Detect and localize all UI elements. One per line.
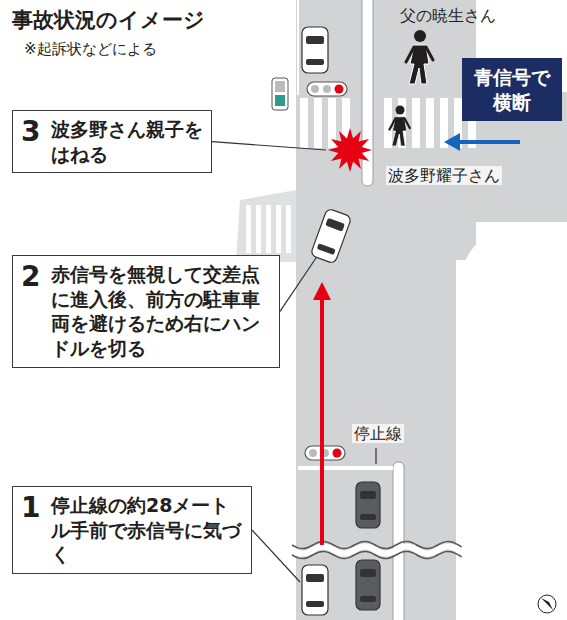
callout-text: 停止線の約28メートル手前で赤信号に気づく xyxy=(51,493,243,567)
leader-line xyxy=(280,258,316,311)
callout-number: 3 xyxy=(21,117,51,148)
car xyxy=(302,27,328,73)
pedestrian-signal xyxy=(272,78,288,110)
compass-symbol xyxy=(538,595,556,613)
traffic-signal xyxy=(307,82,347,96)
title: 事故状況のイメージ xyxy=(12,8,205,33)
car xyxy=(356,560,380,610)
road xyxy=(296,250,456,620)
median xyxy=(393,462,404,620)
car xyxy=(310,208,352,264)
crosswalk xyxy=(246,205,291,253)
impact-burst xyxy=(328,128,372,172)
car xyxy=(356,482,380,528)
leader-line xyxy=(252,530,300,582)
walk-arrow xyxy=(458,140,520,144)
pedestrian-figure xyxy=(406,30,433,84)
road xyxy=(236,190,296,262)
callout-box: 3波多野さん親子をはねる xyxy=(12,110,212,173)
callout-text: 波多野さん親子をはねる xyxy=(51,117,203,166)
person-label: 波多野耀子さん xyxy=(386,166,502,185)
lane-edge xyxy=(297,0,299,95)
traffic-signal xyxy=(305,446,345,460)
arrow-head xyxy=(313,282,331,300)
leader-line xyxy=(212,142,326,150)
callout-text: 青信号で横断 xyxy=(473,65,551,114)
callout-box: 2赤信号を無視して交差点に進入後、前方の駐車車両を避けるため右にハンドルを切る xyxy=(12,255,280,368)
sidewalk xyxy=(456,222,567,620)
callout-text: 赤信号を無視して交差点に進入後、前方の駐車車両を避けるため右にハンドルを切る xyxy=(51,262,271,361)
arrow-head xyxy=(444,133,460,151)
vehicle-path xyxy=(320,298,324,545)
signal-box: 青信号で横断 xyxy=(462,58,562,121)
stop-line xyxy=(298,466,393,470)
person-label: 父の暁生さん xyxy=(398,6,498,25)
callout-number: 2 xyxy=(21,262,51,293)
callout-box: 1停止線の約28メートル手前で赤信号に気づく xyxy=(12,486,252,574)
break-mark xyxy=(292,551,462,558)
crosswalk xyxy=(478,228,536,438)
leader-line xyxy=(375,448,376,464)
car xyxy=(302,565,328,615)
pedestrian-figure xyxy=(390,106,410,147)
source-note: ※起訴状などによる xyxy=(22,40,159,58)
callout-number: 1 xyxy=(21,493,51,524)
stop-line-label: 停止線 xyxy=(352,424,404,443)
